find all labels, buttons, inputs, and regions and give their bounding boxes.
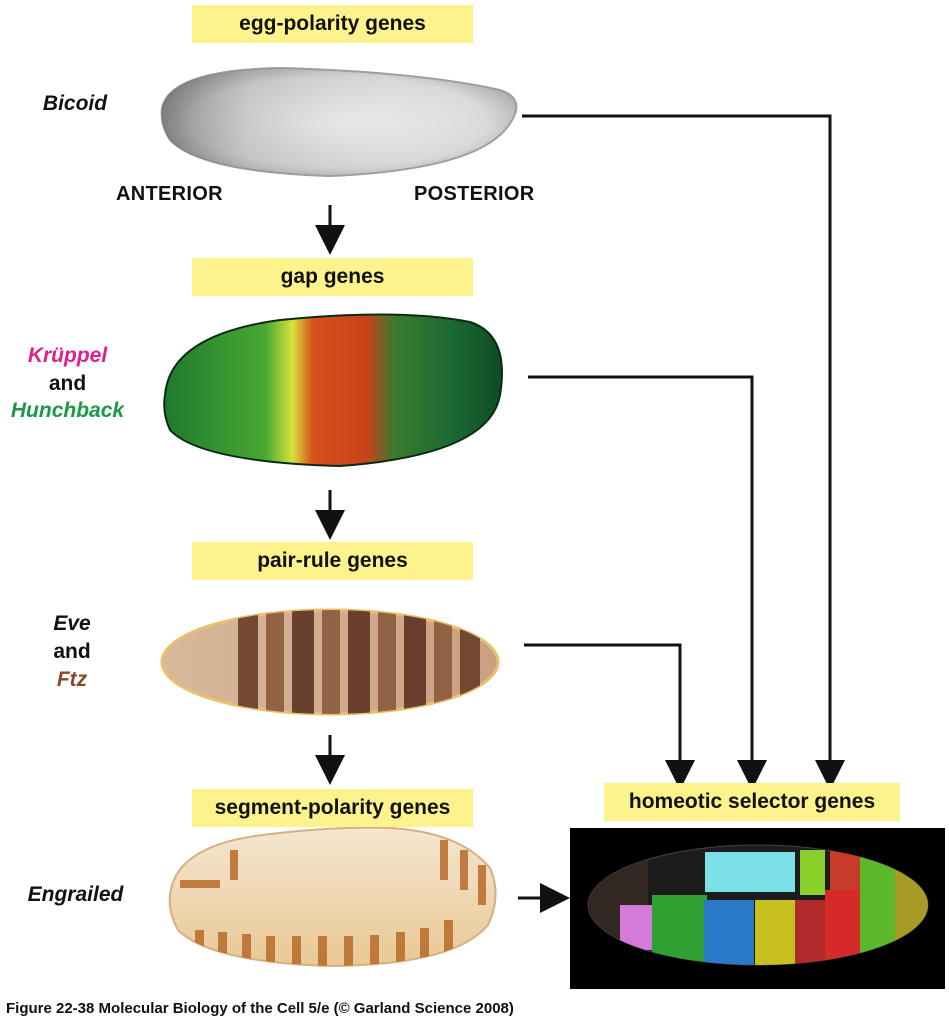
egg-polarity-genes-label: egg-polarity genes	[192, 5, 473, 43]
bicoid-gene-name: Bicoid	[42, 92, 108, 115]
kruppel-gene-name: Krüppel	[27, 344, 108, 367]
anterior-label: ANTERIOR	[116, 183, 223, 205]
pair-rule-embryo-image	[160, 608, 500, 716]
segment-polarity-embryo-image	[168, 826, 497, 968]
connector-gap-to-homeotic	[528, 375, 767, 790]
bicoid-embryo-image	[160, 66, 518, 178]
homeotic-selector-genes-label: homeotic selector genes	[604, 783, 900, 821]
connector-bicoid-to-homeotic	[522, 114, 845, 790]
posterior-label: POSTERIOR	[414, 183, 535, 205]
pair-rule-genes-label: pair-rule genes	[192, 542, 473, 580]
eve-gene-name: Eve	[53, 612, 91, 635]
segment-polarity-genes-label: segment-polarity genes	[192, 789, 473, 827]
gap-genes-embryo-image	[163, 313, 503, 468]
homeotic-embryo-image	[570, 828, 945, 989]
engrailed-gene-name: Engrailed	[27, 883, 124, 906]
figure-caption: Figure 22-38 Molecular Biology of the Ce…	[6, 1000, 514, 1017]
and-connector-text: and	[48, 372, 87, 395]
hunchback-gene-name: Hunchback	[10, 399, 125, 422]
and-connector-text: and	[53, 640, 91, 663]
ftz-gene-name: Ftz	[56, 668, 88, 691]
gap-genes-label: gap genes	[192, 258, 473, 296]
connector-pair-rule-to-homeotic	[524, 643, 695, 790]
